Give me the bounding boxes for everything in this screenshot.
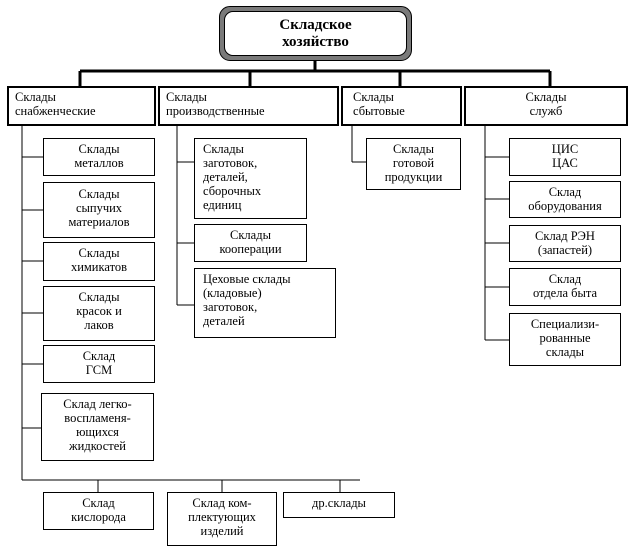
warehouse-cis-cas: ЦИС ЦАС <box>509 138 621 176</box>
warehouse-metals: Склады металлов <box>43 138 155 176</box>
warehouse-workshop: Цеховые склады (кладовые) заготовок, дет… <box>194 268 336 338</box>
warehouse-paints: Склады красок и лаков <box>43 286 155 341</box>
warehouse-oxygen: Склад кислорода <box>43 492 154 530</box>
category-supply: Склады снабженческие <box>7 86 156 126</box>
category-sales: Склады сбытовые <box>341 86 462 126</box>
warehouse-flammable-liquids: Склад легко- воспламеня- ющихся жидкосте… <box>41 393 154 461</box>
warehouse-finished-goods: Склады готовой продукции <box>366 138 461 190</box>
warehouse-blanks-parts: Склады заготовок, деталей, сборочных еди… <box>194 138 307 219</box>
warehouse-fuel: Склад ГСМ <box>43 345 155 383</box>
warehouse-chemicals: Склады химикатов <box>43 242 155 281</box>
root-title: Складское хозяйство <box>224 11 407 56</box>
warehouse-components: Склад ком- плектующих изделий <box>167 492 277 546</box>
warehouse-cooperation: Склады кооперации <box>194 224 307 262</box>
root-node: Складское хозяйство <box>219 6 412 61</box>
warehouse-household: Склад отдела быта <box>509 268 621 306</box>
warehouse-spare-parts: Склад РЭН (запастей) <box>509 225 621 262</box>
warehouse-equipment: Склад оборудования <box>509 181 621 218</box>
category-production: Склады производственные <box>158 86 339 126</box>
warehouse-other: др.склады <box>283 492 395 518</box>
warehouse-bulk-materials: Склады сыпучих материалов <box>43 182 155 238</box>
category-services: Склады служб <box>464 86 628 126</box>
warehouse-specialized: Специализи- рованные склады <box>509 313 621 366</box>
